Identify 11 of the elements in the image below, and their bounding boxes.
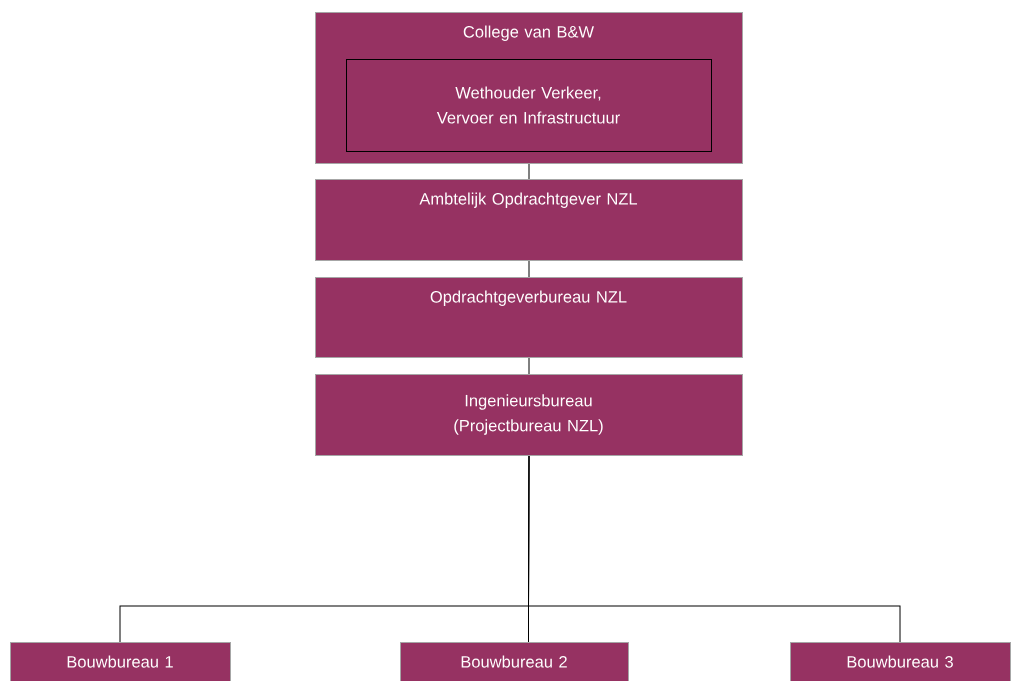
org-box: Bouwbureau 1 bbox=[10, 642, 231, 681]
org-box: Ambtelijk Opdrachtgever NZL bbox=[315, 179, 743, 261]
connector-line bbox=[528, 357, 530, 375]
org-box: Opdrachtgeverbureau NZL bbox=[315, 277, 743, 358]
org-box: Bouwbureau 3 bbox=[790, 642, 1011, 681]
org-box: Bouwbureau 2 bbox=[400, 642, 629, 681]
connector-line bbox=[528, 260, 530, 278]
org-box: Ingenieursbureau (Projectbureau NZL) bbox=[315, 374, 743, 456]
inner-box: Wethouder Verkeer, Vervoer en Infrastructuur bbox=[346, 59, 712, 152]
connector-line bbox=[528, 163, 530, 180]
connector-line bbox=[528, 455, 901, 643]
